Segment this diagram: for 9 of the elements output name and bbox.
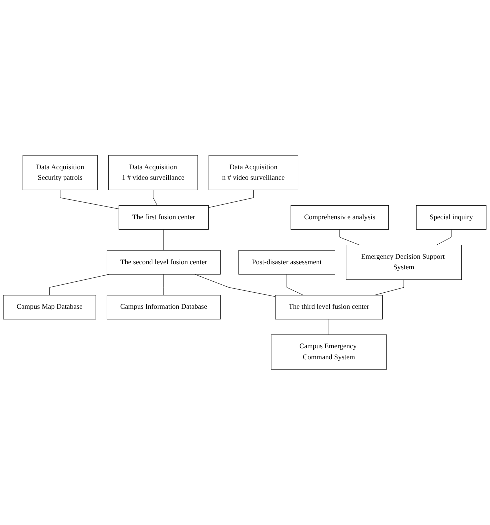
connector [374, 280, 404, 296]
connector [50, 274, 110, 296]
connector [328, 319, 330, 336]
connector [194, 274, 276, 297]
connector [208, 190, 254, 208]
connector [153, 190, 158, 206]
connector [60, 190, 120, 210]
connector [340, 229, 360, 246]
connector [436, 229, 452, 246]
